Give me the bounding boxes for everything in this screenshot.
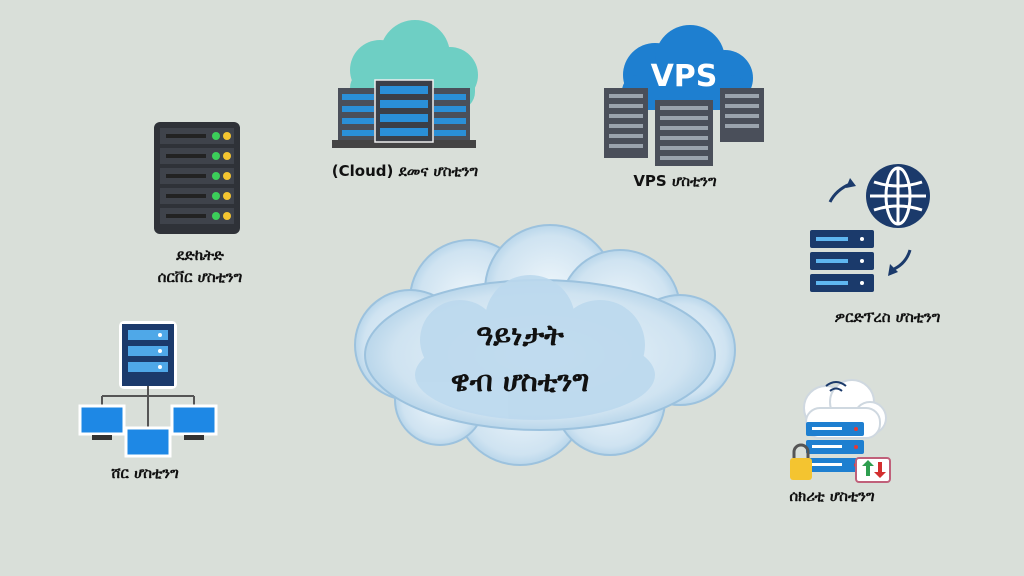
vps-badge-text: VPS <box>651 59 718 94</box>
shared-network-icon <box>78 321 218 458</box>
lock-icon <box>790 458 812 480</box>
arrow-down-icon <box>891 249 912 272</box>
dedicated-label-line2: ሰርቨር ሆስቲንግ <box>157 268 243 286</box>
cloud-hosting-label: (Cloud) ደመና ሆስቲንግ <box>331 162 479 180</box>
vps-cloud-icon: VPS <box>604 25 764 166</box>
security-hosting-label: ሰክሪቲ ሆስቲንግ <box>789 487 875 505</box>
globe-server-icon <box>810 164 930 292</box>
center-title: ዓይነታት ዌብ ሆስቲንግ <box>400 312 640 404</box>
vps-hosting-label: VPS ሆስቲንግ <box>633 172 717 190</box>
dedicated-hosting-label: ደድኬትድ ሰርቨር ሆስቲንግ <box>120 244 280 288</box>
server-rack-icon <box>154 122 240 234</box>
center-title-line2: ዌብ ሆስቲንግ <box>450 364 590 398</box>
secure-server-icon <box>790 379 891 483</box>
dedicated-label-line1: ደድኬትድ <box>176 246 224 264</box>
wordpress-hosting-label: ዎርድፕረስ ሆስቲንግ <box>834 308 941 326</box>
shared-hosting-label: ሸር ሆስቲንግ <box>111 464 179 482</box>
cloud-server-icon <box>332 20 478 148</box>
center-title-line1: ዓይነታት <box>476 318 564 352</box>
